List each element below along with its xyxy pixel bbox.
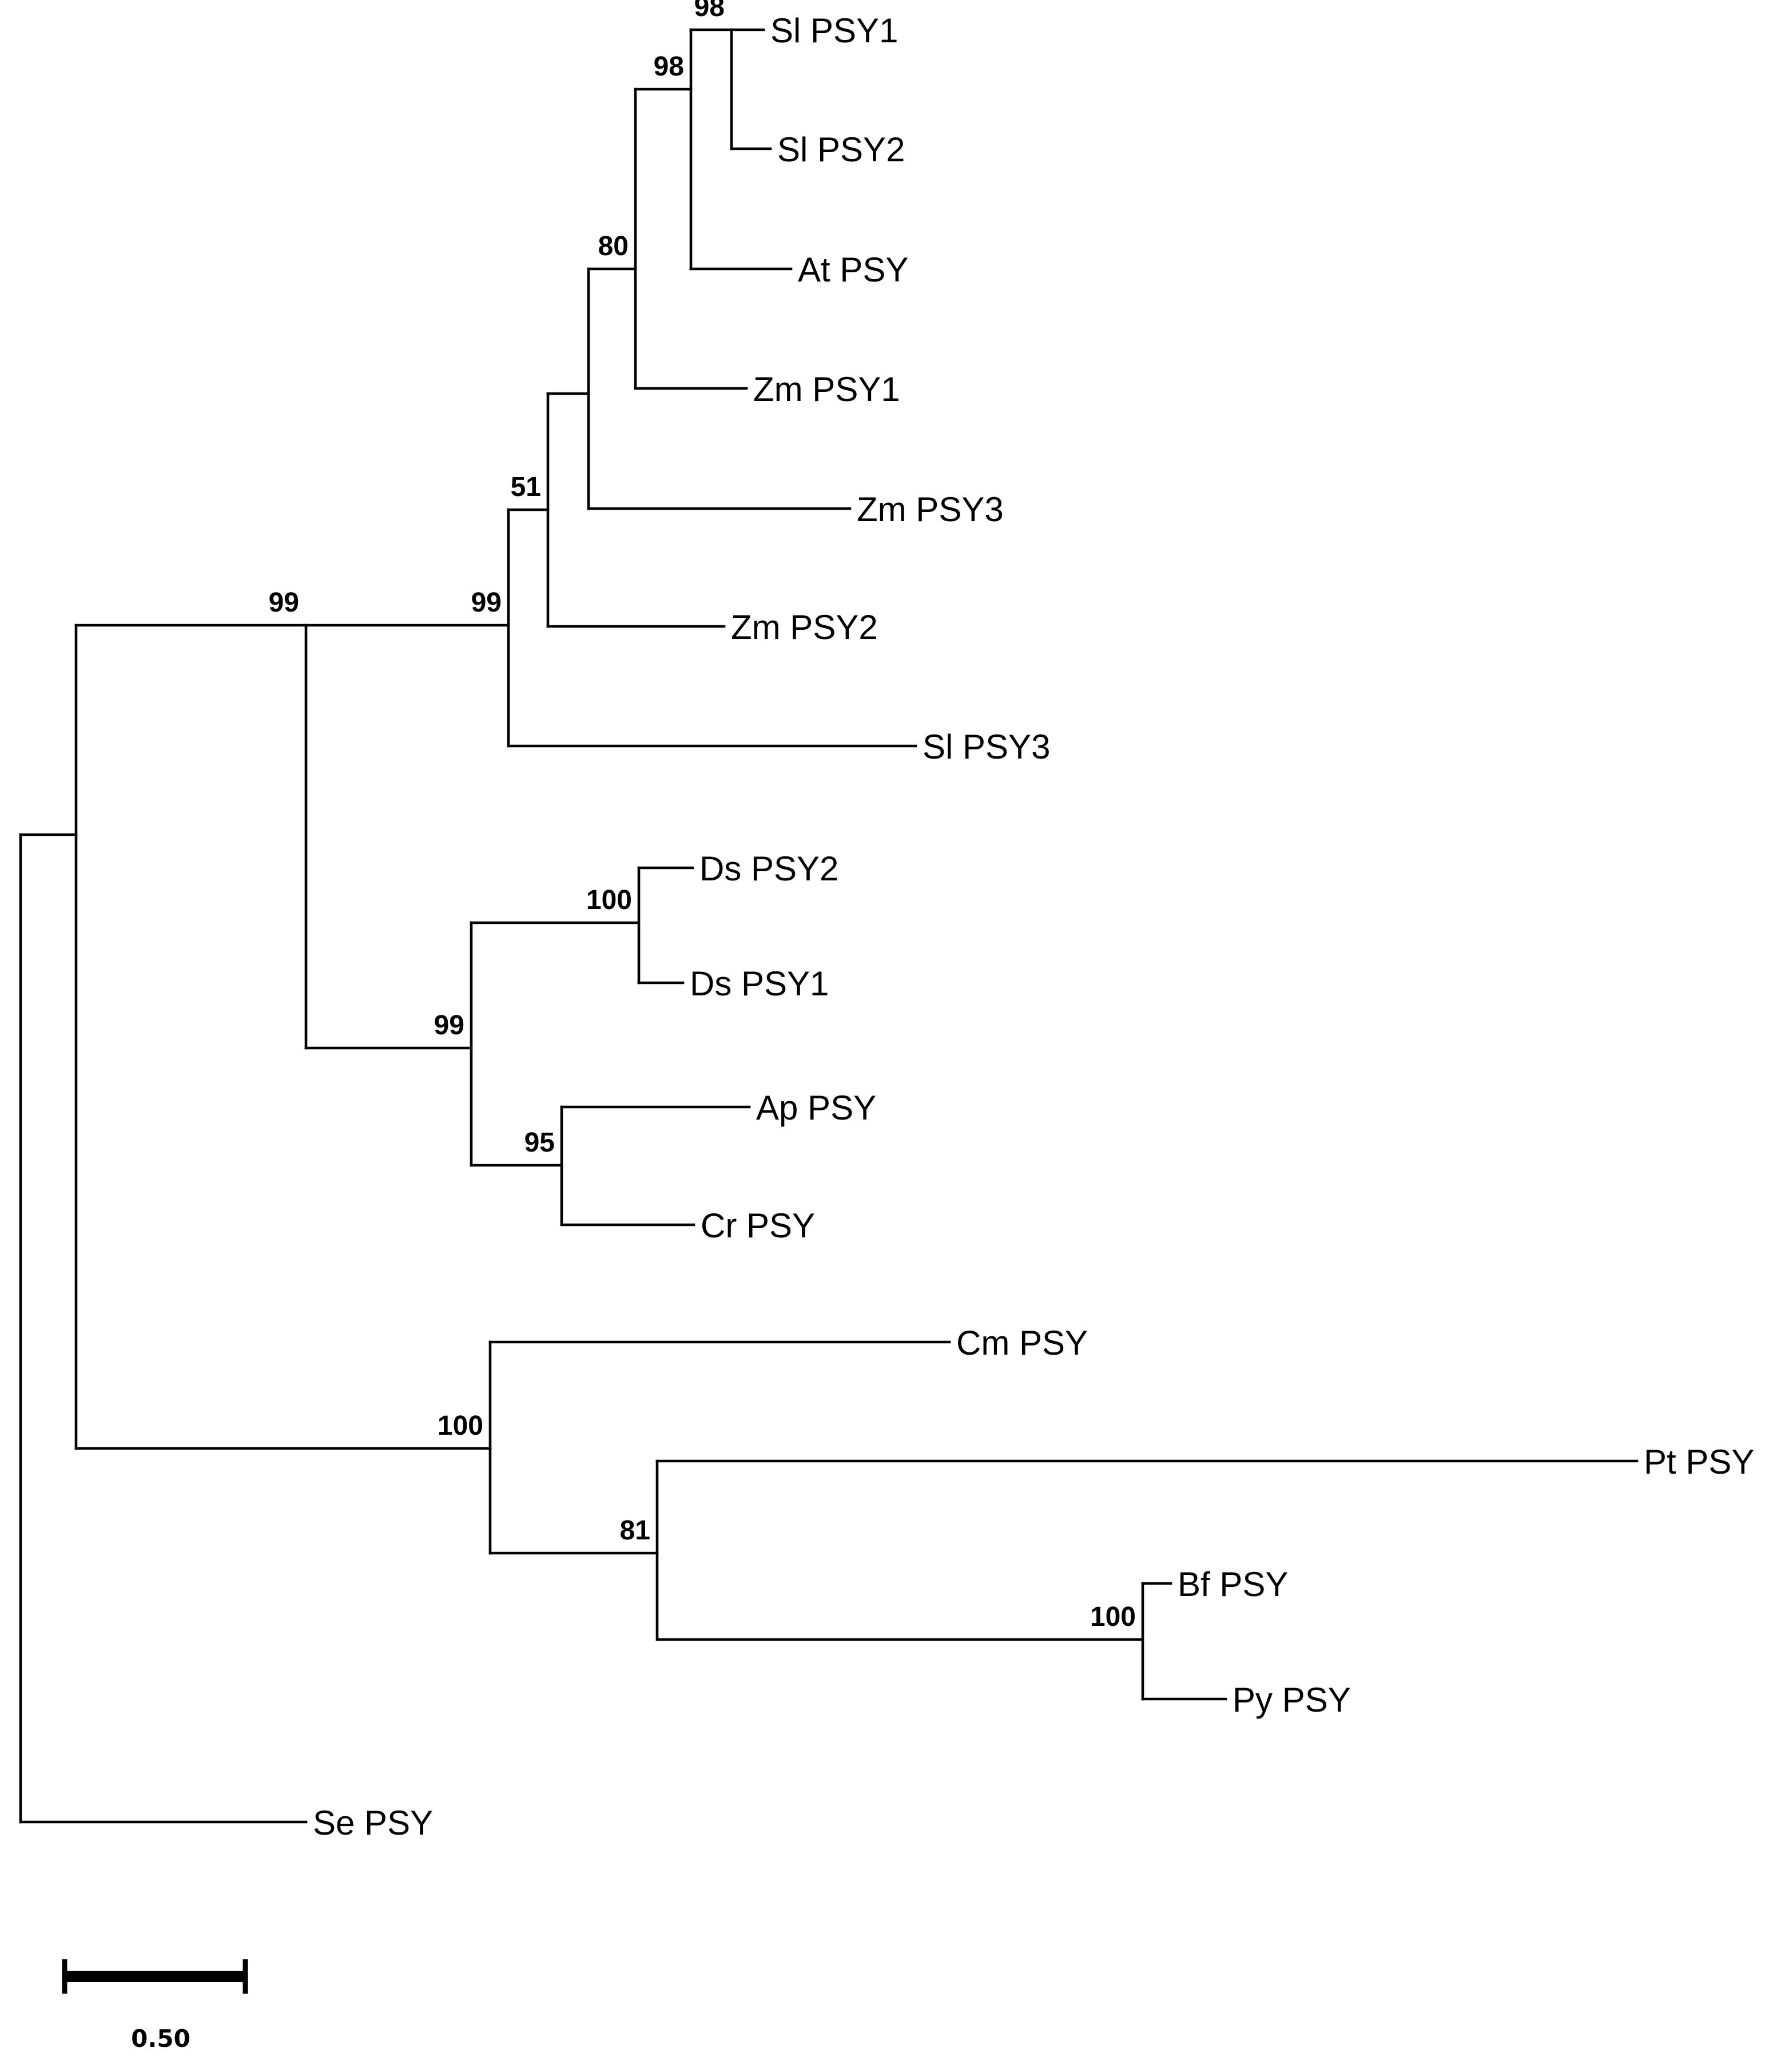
bootstrap-value: 80 <box>598 231 629 261</box>
tree-branches <box>19 28 1639 1824</box>
bootstrap-value: 100 <box>586 885 632 915</box>
taxon-label-py_psy: Py PSY <box>1233 1681 1351 1719</box>
bootstrap-value: 81 <box>620 1515 650 1546</box>
scale-bar-label: 0.50 <box>131 2025 190 2053</box>
bootstrap-value: 99 <box>434 1010 464 1041</box>
taxon-label-se_psy: Se PSY <box>313 1804 433 1842</box>
bootstrap-value: 100 <box>438 1411 483 1441</box>
bootstrap-value: 51 <box>511 472 541 502</box>
taxon-label-ap_psy: Ap PSY <box>756 1089 876 1127</box>
taxon-label-zm_psy1: Zm PSY1 <box>753 370 900 408</box>
taxon-label-cr_psy: Cr PSY <box>701 1206 815 1245</box>
taxon-label-zm_psy3: Zm PSY3 <box>857 490 1004 529</box>
bootstrap-value: 99 <box>269 588 299 618</box>
bootstrap-value: 98 <box>654 51 684 82</box>
taxon-label-pt_psy: Pt PSY <box>1644 1443 1754 1481</box>
tree-labels: Sl PSY1 Sl PSY2 98 At PSY 98 Zm PSY1 80 Zm PSY3… <box>269 0 1755 1842</box>
taxon-label-bf_psy: Bf PSY <box>1178 1565 1288 1603</box>
taxon-label-ds_psy1: Ds PSY1 <box>690 964 829 1003</box>
bootstrap-value: 100 <box>1090 1602 1136 1632</box>
taxon-label-sl_psy1: Sl PSY1 <box>770 11 898 50</box>
bootstrap-value: 99 <box>471 588 502 618</box>
taxon-label-cm_psy: Cm PSY <box>956 1324 1088 1362</box>
scale-bar: 0.50 <box>62 1959 248 2053</box>
bootstrap-value: 95 <box>524 1128 555 1158</box>
taxon-label-sl_psy3: Sl PSY3 <box>923 728 1050 766</box>
taxon-label-zm_psy2: Zm PSY2 <box>731 608 878 646</box>
bootstrap-value: 98 <box>694 0 725 22</box>
taxon-label-ds_psy2: Ds PSY2 <box>699 850 838 888</box>
taxon-label-sl_psy2: Sl PSY2 <box>777 130 905 169</box>
taxon-label-at_psy: At PSY <box>798 251 908 289</box>
